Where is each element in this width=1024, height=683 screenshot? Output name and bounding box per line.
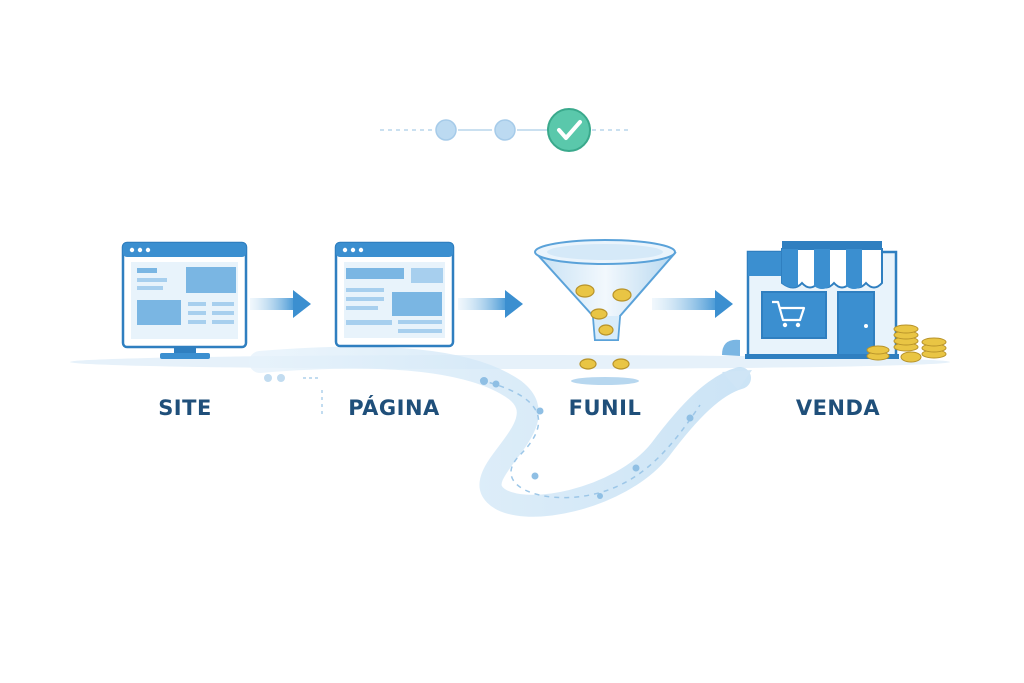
progress-dot-2 [494, 119, 516, 141]
arrow-pagina-to-funil [458, 290, 523, 318]
storefront-icon [722, 241, 947, 363]
step-label-venda: VENDA [795, 396, 881, 420]
progress-check-circle [547, 108, 591, 152]
shopping-cart-icon [772, 300, 806, 328]
funnel-icon [534, 239, 677, 385]
arrow-funil-to-venda [652, 290, 733, 318]
arrow-site-to-pagina [250, 290, 311, 318]
check-icon [557, 120, 582, 140]
monitor-icon [121, 241, 248, 359]
progress-indicator [380, 108, 628, 152]
browser-window-icon [334, 241, 455, 348]
shop-door [837, 291, 875, 358]
progress-dot-1 [435, 119, 457, 141]
path-arrowhead [722, 370, 752, 390]
awning [781, 248, 883, 289]
step-label-pagina: PÁGINA [348, 396, 440, 420]
coin-icon-group [575, 284, 632, 370]
step-label-funil: FUNIL [568, 396, 642, 420]
customer-journey-path [249, 346, 752, 517]
step-label-site: SITE [158, 396, 212, 420]
coin-stack-icon [866, 324, 947, 363]
